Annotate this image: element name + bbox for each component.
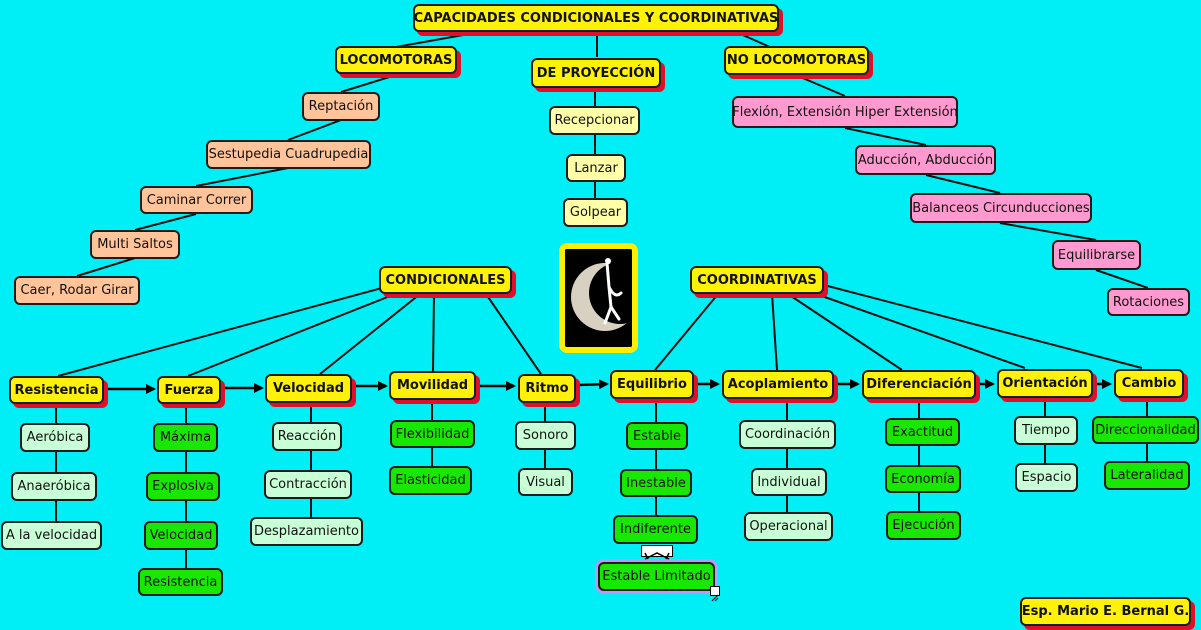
gymnast-crescent-image xyxy=(559,243,638,353)
movilidad-item-flexibilidad[interactable]: Flexibilidad xyxy=(390,420,475,448)
condicionales-heading[interactable]: CONDICIONALES xyxy=(379,266,512,294)
no-locomotoras-item-flexion[interactable]: Flexión, Extensión Hiper Extensión xyxy=(732,96,958,128)
proyeccion-item-recepcionar[interactable]: Recepcionar xyxy=(549,106,640,135)
locomotoras-item-caer[interactable]: Caer, Rodar Girar xyxy=(14,276,140,305)
velocidad-item-contraccion[interactable]: Contracción xyxy=(264,470,352,499)
proyeccion-heading[interactable]: DE PROYECCIÓN xyxy=(531,58,661,88)
fuerza-item-velocidad[interactable]: Velocidad xyxy=(144,521,218,550)
no-locomotoras-item-rotaciones[interactable]: Rotaciones xyxy=(1107,288,1190,316)
no-locomotoras-item-aduccion[interactable]: Aducción, Abducción xyxy=(855,145,996,175)
fuerza-item-maxima[interactable]: Máxima xyxy=(153,423,218,452)
diferenciacion-item-exactitud[interactable]: Exactitud xyxy=(885,418,960,446)
fuerza-item-explosiva[interactable]: Explosiva xyxy=(146,472,220,501)
no-locomotoras-heading[interactable]: NO LOCOMOTORAS xyxy=(724,46,869,75)
equilibrio-item-indiferente[interactable]: Indiferente xyxy=(613,515,698,544)
resistencia-item-velocidad[interactable]: A la velocidad xyxy=(1,521,102,550)
group-ritmo[interactable]: Ritmo xyxy=(518,374,576,403)
cambio-item-lateralidad[interactable]: Lateralidad xyxy=(1104,461,1190,490)
proyeccion-item-lanzar[interactable]: Lanzar xyxy=(566,154,626,182)
group-velocidad[interactable]: Velocidad xyxy=(265,374,352,403)
locomotoras-item-saltos[interactable]: Multi Saltos xyxy=(90,230,180,259)
group-movilidad[interactable]: Movilidad xyxy=(389,371,476,400)
resistencia-item-aerobica[interactable]: Aeróbica xyxy=(20,423,90,452)
orientacion-item-espacio[interactable]: Espacio xyxy=(1015,463,1078,492)
resize-handle-icon[interactable] xyxy=(710,586,720,602)
cambio-item-direccionalidad[interactable]: Direccionalidad xyxy=(1092,416,1199,444)
fuerza-item-resistencia[interactable]: Resistencia xyxy=(138,568,223,596)
group-equilibrio[interactable]: Equilibrio xyxy=(610,370,694,399)
coordinativas-heading[interactable]: COORDINATIVAS xyxy=(690,266,824,294)
author-label[interactable]: Esp. Mario E. Bernal G. xyxy=(1020,597,1191,626)
orientacion-item-tiempo[interactable]: Tiempo xyxy=(1014,416,1078,445)
acoplamiento-item-coordinacion[interactable]: Coordinación xyxy=(739,420,836,449)
acoplamiento-item-operacional[interactable]: Operacional xyxy=(744,512,833,541)
velocidad-item-reaccion[interactable]: Reacción xyxy=(272,422,342,451)
proyeccion-item-golpear[interactable]: Golpear xyxy=(563,198,628,227)
group-cambio[interactable]: Cambio xyxy=(1114,369,1184,398)
gymnast-silhouette-icon xyxy=(565,249,632,347)
group-orientacion[interactable]: Orientación xyxy=(997,369,1093,398)
collapse-toggle-icon[interactable] xyxy=(641,545,673,560)
velocidad-item-desplazamiento[interactable]: Desplazamiento xyxy=(250,517,363,546)
locomotoras-item-caminar[interactable]: Caminar Correr xyxy=(140,186,253,214)
acoplamiento-item-individual[interactable]: Individual xyxy=(751,468,827,496)
ritmo-item-sonoro[interactable]: Sonoro xyxy=(515,421,576,450)
diferenciacion-item-economia[interactable]: Economía xyxy=(885,465,961,493)
ritmo-item-visual[interactable]: Visual xyxy=(518,468,573,496)
locomotoras-item-sestupedia[interactable]: Sestupedia Cuadrupedia xyxy=(206,140,371,169)
no-locomotoras-item-equilibrarse[interactable]: Equilibrarse xyxy=(1052,240,1141,270)
resistencia-item-anaerobica[interactable]: Anaeróbica xyxy=(11,472,97,501)
equilibrio-item-estable[interactable]: Estable xyxy=(626,422,688,450)
locomotoras-heading[interactable]: LOCOMOTORAS xyxy=(335,46,457,74)
group-fuerza[interactable]: Fuerza xyxy=(157,376,221,404)
movilidad-item-elasticidad[interactable]: Elasticidad xyxy=(389,466,472,495)
group-resistencia[interactable]: Resistencia xyxy=(9,376,104,404)
group-diferenciacion[interactable]: Diferenciación xyxy=(862,370,976,399)
equilibrio-item-estable-limitado[interactable]: Estable Limitado xyxy=(598,562,715,591)
group-acoplamiento[interactable]: Acoplamiento xyxy=(722,370,834,399)
diferenciacion-item-ejecucion[interactable]: Ejecución xyxy=(886,511,961,540)
no-locomotoras-item-balanceos[interactable]: Balanceos Circunducciones xyxy=(910,193,1092,223)
diagram-title[interactable]: CAPACIDADES CONDICIONALES Y COORDINATIVA… xyxy=(413,4,779,32)
equilibrio-item-inestable[interactable]: Inestable xyxy=(620,469,692,497)
locomotoras-item-reptacion[interactable]: Reptación xyxy=(302,92,380,121)
